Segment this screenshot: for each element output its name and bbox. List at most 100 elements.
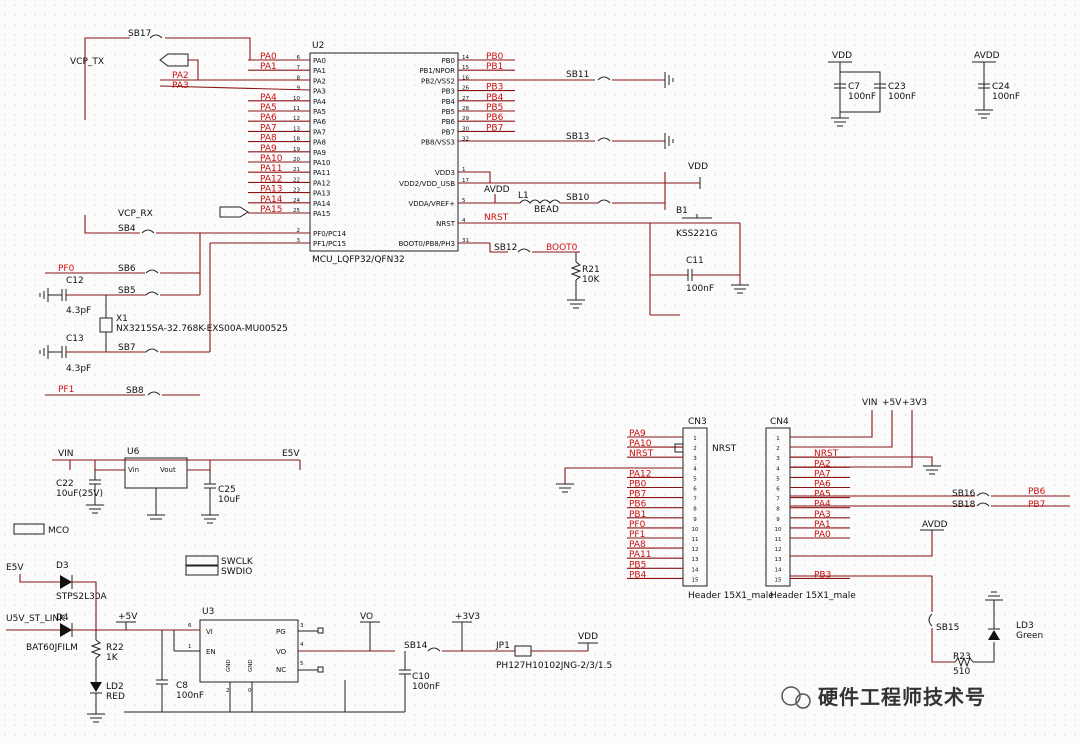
u2-pin-num: 11 <box>293 106 300 112</box>
cn4-pin-num: 8 <box>776 507 780 513</box>
gnd-cn3-icon <box>556 483 574 493</box>
c22-val: 10uF(25V) <box>56 489 103 499</box>
sb12-label: SB12 <box>494 243 517 253</box>
e5v-label-u6: E5V <box>282 449 300 459</box>
r21-val: 10K <box>582 275 600 285</box>
cn3-pin-num: 2 <box>693 446 697 452</box>
vdd-label-c7: VDD <box>832 51 852 61</box>
cn4-net-pa5: PA5 <box>814 490 831 500</box>
u2-pin-pa6: PA6 <box>313 118 327 126</box>
u2-pin-num: 24 <box>293 198 300 204</box>
u2-pin-pa4: PA4 <box>313 98 327 106</box>
sb15-label: SB15 <box>936 623 959 633</box>
cn4-net-pa1: PA1 <box>814 520 831 530</box>
gnd-ld3-icon <box>985 591 1003 601</box>
cn3-pin-num: 9 <box>693 517 697 523</box>
u2-pin-num: 17 <box>462 178 469 184</box>
u2-net-pa10: PA10 <box>260 154 283 164</box>
u3-pg-pin: PG <box>276 628 286 636</box>
l1-ref: L1 <box>518 191 529 201</box>
cn3-pin-num: 13 <box>692 557 699 563</box>
vdd-label-top: VDD <box>688 162 708 172</box>
c22-ref: C22 <box>56 479 74 489</box>
avdd-label-c24: AVDD <box>974 51 1000 61</box>
gnd-ld2-icon <box>87 713 105 723</box>
r22-ref: R22 <box>106 643 124 653</box>
r21-ref: R21 <box>582 265 600 275</box>
u2-pin-pa1: PA1 <box>313 67 326 75</box>
cn4-label: Header 15X1_male <box>770 591 856 601</box>
avdd-label: AVDD <box>484 185 510 195</box>
u2-pin-pa7: PA7 <box>313 128 326 136</box>
c23-val: 100nF <box>888 92 916 102</box>
cn3-pin-num: 1 <box>693 436 697 442</box>
u2-net-pb4: PB4 <box>486 93 504 103</box>
cn4-pin-num: 4 <box>776 466 780 472</box>
mcu-right-wiring: SB11 SB13 VDD AVDD L1 BEAD SB10 NRST B1 … <box>458 70 749 316</box>
c10-val: 100nF <box>412 682 440 692</box>
u3-gnd-pin: GND <box>226 659 232 672</box>
gnd-sb11-icon <box>664 72 674 88</box>
u2-net-pa1: PA1 <box>260 62 277 72</box>
swdio-label: SWDIO <box>221 567 252 577</box>
c25-val: 10uF <box>218 495 240 505</box>
pa15-port <box>219 206 249 218</box>
u2-pin-num: 2 <box>297 228 301 234</box>
u2-pin-num: 31 <box>462 238 469 244</box>
pa3-net: PA3 <box>172 81 189 91</box>
cn4-pin-num: 14 <box>775 567 782 573</box>
u2-pin-pb5: PB5 <box>442 108 455 116</box>
u2-pin-num: 3 <box>297 238 301 244</box>
led-ld2 <box>90 682 102 692</box>
u6-vout-pin: Vout <box>160 466 176 474</box>
nrst-net: NRST <box>484 213 509 223</box>
sb11-label: SB11 <box>566 70 589 80</box>
svg-text:5: 5 <box>300 661 304 667</box>
cn4-pin-num: 5 <box>776 476 780 482</box>
cn3-pin-num: 15 <box>692 577 699 583</box>
u2-pin-num: 1 <box>462 167 466 173</box>
b1-val: KSS221G <box>676 229 718 239</box>
x1-ref: X1 <box>116 314 128 324</box>
u2-pin-pa0: PA0 <box>313 57 326 65</box>
u2-net-pb0: PB0 <box>486 52 504 62</box>
c7-val: 100nF <box>848 92 876 102</box>
u2-pin-num: 21 <box>293 167 300 173</box>
u2-pin-num: 12 <box>293 116 300 122</box>
u2-pin-pb3: PB3 <box>442 88 455 96</box>
ld2-ref: LD2 <box>106 682 124 692</box>
cn4-net-pa0: PA0 <box>814 530 831 540</box>
u2-pin-num: 22 <box>293 177 300 183</box>
c11-val: 100nF <box>686 284 714 294</box>
gnd-u6-icon <box>86 504 219 524</box>
u3-gnd2-pin: GND <box>248 659 254 672</box>
x1-val: NX3215SA-32.768K-EXS00A-MU00525 <box>116 324 288 334</box>
cn4-net-pa3: PA3 <box>814 510 831 520</box>
header-cn3: CN3 Header 15X1_male 1PA92PA103NRST45PA1… <box>556 417 774 601</box>
boot0-net: BOOT0 <box>546 243 578 253</box>
cn4-pin-num: 3 <box>776 456 780 462</box>
c8-val: 100nF <box>176 691 204 701</box>
u2-pin-pa9: PA9 <box>313 149 326 157</box>
u2-pin-pb0: PB0 <box>442 57 455 65</box>
svg-text:4: 4 <box>300 642 304 648</box>
svg-text:3: 3 <box>300 623 304 629</box>
swclk-label: SWCLK <box>221 557 254 567</box>
u2-net-pa15: PA15 <box>260 205 282 215</box>
u2-pin-num: 4 <box>462 218 466 224</box>
d3-ref: D3 <box>56 561 69 571</box>
u2-pin-num: 30 <box>462 126 469 132</box>
led-ld3 <box>988 630 1000 640</box>
u2-pin-num: 29 <box>462 116 469 122</box>
cn4-net-pb3: PB3 <box>814 570 831 580</box>
cn3-net-pb0: PB0 <box>629 480 647 490</box>
u2-pin-num: 14 <box>462 55 469 61</box>
c10-ref: C10 <box>412 672 430 682</box>
c25-ref: C25 <box>218 485 236 495</box>
cn3-pin-num: 8 <box>693 507 697 513</box>
ld3-ref: LD3 <box>1016 621 1034 631</box>
u2-pin-num: 25 <box>293 208 300 214</box>
cn4-ref: CN4 <box>770 417 789 427</box>
cn3-pin-num: 10 <box>692 527 699 533</box>
